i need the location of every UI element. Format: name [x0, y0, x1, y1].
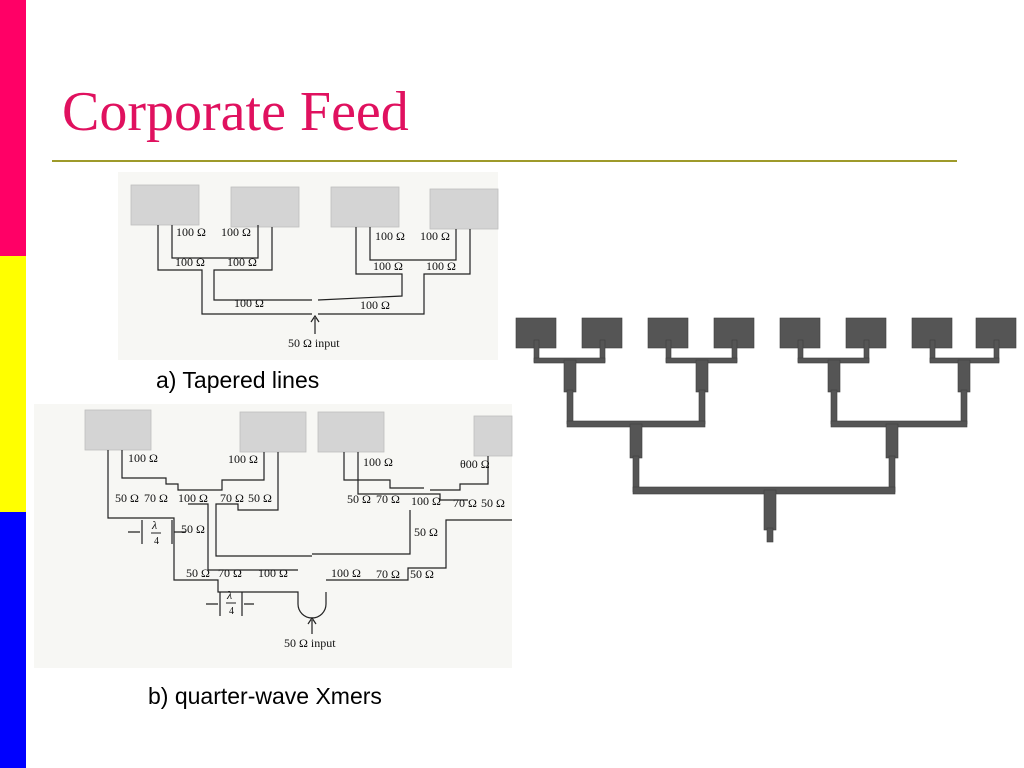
impedance-label: 100 Ω	[373, 259, 403, 273]
impedance-label: 50 Ω	[347, 492, 371, 506]
impedance-label: 70 Ω	[376, 492, 400, 506]
microstrip-line	[695, 359, 709, 393]
microstrip-line	[830, 389, 838, 425]
accent-bar-red	[0, 0, 26, 256]
impedance-label: 70 Ω	[144, 491, 168, 505]
patch-element	[911, 317, 953, 349]
antenna-patch	[239, 411, 307, 453]
microstrip-line	[827, 359, 841, 393]
feed-line	[317, 227, 403, 301]
lambda-symbol: λ	[151, 518, 157, 532]
feed-line	[430, 456, 489, 491]
impedance-label: 50 Ω	[115, 491, 139, 505]
impedance-label: 50 Ω	[414, 525, 438, 539]
microstrip-line	[632, 455, 640, 493]
feed-line	[357, 452, 468, 501]
feed-line	[369, 227, 457, 261]
impedance-label: 70 Ω	[376, 567, 400, 581]
impedance-label: 100 Ω	[176, 225, 206, 239]
impedance-label: 100 Ω	[331, 566, 361, 580]
title-underline	[52, 160, 957, 162]
antenna-patch	[473, 415, 513, 457]
antenna-patch	[130, 184, 200, 226]
impedance-label: 100 Ω	[234, 296, 264, 310]
impedance-label: 50 Ω	[186, 566, 210, 580]
impedance-label: 50 Ω	[481, 496, 505, 510]
feed-line	[343, 452, 424, 489]
antenna-patch	[330, 186, 400, 228]
feed-line	[318, 229, 471, 315]
impedance-label: 100 Ω	[426, 259, 456, 273]
feed-line	[188, 503, 298, 571]
impedance-label: 70 Ω	[218, 566, 242, 580]
microstrip-line	[885, 423, 899, 459]
microstrip-line	[960, 389, 968, 425]
input-arrow	[307, 616, 317, 634]
caption-quarter-wave: b) quarter-wave Xmers	[148, 683, 382, 709]
impedance-label: 50 Ω	[248, 491, 272, 505]
impedance-label: 100 Ω	[175, 255, 205, 269]
impedance-label: 100 Ω	[420, 229, 450, 243]
impedance-label: 50 Ω	[181, 522, 205, 536]
antenna-patch	[317, 411, 385, 453]
quarter-denominator: 4	[154, 536, 159, 547]
feed-line	[107, 450, 327, 619]
feed-line	[213, 227, 312, 301]
feed-line	[212, 452, 265, 491]
input-label: 50 Ω input	[288, 336, 340, 350]
impedance-label: 100 Ω	[363, 455, 393, 469]
microstrip-line	[698, 389, 706, 425]
microstrip-line	[957, 359, 971, 393]
impedance-label: 100 Ω	[411, 494, 441, 508]
impedance-label: 100 Ω	[258, 566, 288, 580]
feed-line	[171, 225, 259, 259]
quarter-denominator: 4	[229, 606, 234, 617]
impedance-label: 100 Ω	[360, 298, 390, 312]
dimension-marker	[206, 592, 254, 616]
accent-bar-yellow	[0, 256, 26, 512]
dimension-marker	[128, 520, 186, 544]
impedance-label: 70 Ω	[220, 491, 244, 505]
impedance-label: 100 Ω	[228, 452, 258, 466]
impedance-label: 100 Ω	[375, 229, 405, 243]
feed-line	[312, 510, 411, 555]
caption-tapered-lines: a) Tapered lines	[156, 367, 320, 393]
feed-line	[215, 452, 312, 557]
microstrip-line	[763, 489, 777, 531]
impedance-label: 100 Ω	[178, 491, 208, 505]
microstrip-line	[566, 389, 574, 425]
lambda-symbol: λ	[226, 588, 232, 602]
microstrip-line	[563, 359, 577, 393]
antenna-patch	[230, 186, 300, 228]
impedance-label: θ00 Ω	[460, 457, 490, 471]
impedance-label: 50 Ω	[410, 567, 434, 581]
input-label: 50 Ω input	[284, 636, 336, 650]
input-arrow	[310, 314, 320, 334]
impedance-label: 100 Ω	[221, 225, 251, 239]
microstrip-line	[888, 455, 896, 493]
impedance-label: 100 Ω	[128, 451, 158, 465]
microstrip-line	[766, 527, 774, 543]
feed-line	[326, 519, 512, 581]
antenna-patch	[429, 188, 499, 230]
feed-line	[157, 225, 312, 315]
microstrip-line	[830, 420, 968, 428]
microstrip-line	[629, 423, 643, 459]
impedance-label: 100 Ω	[227, 255, 257, 269]
accent-bar-blue	[0, 512, 26, 768]
impedance-label: 70 Ω	[453, 496, 477, 510]
slide-title: Corporate Feed	[62, 81, 409, 143]
antenna-patch	[84, 409, 152, 451]
feed-line	[121, 450, 212, 491]
